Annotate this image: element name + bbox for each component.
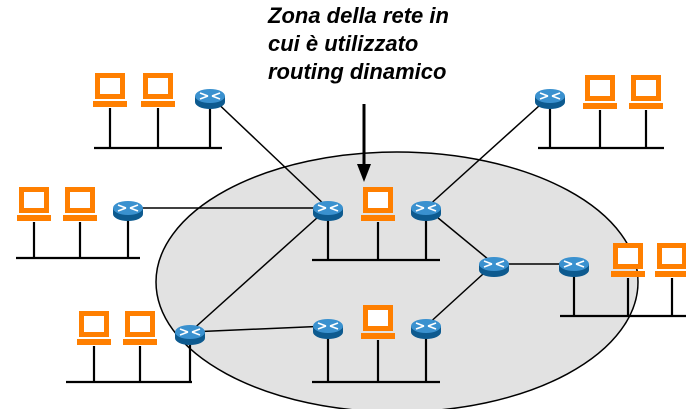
router-icon (312, 200, 344, 222)
computer-icon (141, 73, 175, 107)
link-r3-r4 (189, 207, 329, 333)
link-r5-r6 (425, 95, 551, 209)
dynamic-routing-zone (155, 151, 639, 409)
lan-top-right (538, 104, 664, 150)
caption-line-3: routing dinamico (268, 59, 447, 84)
computer-icon (77, 311, 111, 345)
computer-icon (17, 187, 51, 221)
router-icon (174, 324, 206, 346)
router-icon (410, 200, 442, 222)
computer-icon (611, 243, 645, 277)
lan-bottom-left (66, 340, 192, 384)
computer-icon (93, 73, 127, 107)
caption: Zona della rete in cui è utilizzato rout… (268, 2, 568, 86)
router-icon (534, 88, 566, 110)
computer-icon (123, 311, 157, 345)
router-icon (478, 256, 510, 278)
link-r1-r4 (209, 95, 329, 209)
caption-arrow (357, 104, 371, 182)
lan-right (560, 272, 686, 318)
lan-left (16, 216, 140, 260)
computer-icon (655, 243, 686, 277)
computer-icon (629, 75, 663, 109)
lan-segments (16, 104, 686, 384)
computer-icon (63, 187, 97, 221)
caption-line-1: Zona della rete in (268, 3, 449, 28)
router-icon (194, 88, 226, 110)
computer-icon (361, 305, 395, 339)
lan-bottom-center (312, 334, 440, 384)
computer-icon (361, 187, 395, 221)
lan-top-left (94, 104, 222, 150)
link-r3-r9 (189, 325, 329, 333)
router-icon (112, 200, 144, 222)
router-icon (558, 256, 590, 278)
computer-icon (583, 75, 617, 109)
caption-line-2: cui è utilizzato (268, 31, 419, 56)
lan-center (312, 216, 440, 262)
router-icon (410, 318, 442, 340)
router-icon (312, 318, 344, 340)
